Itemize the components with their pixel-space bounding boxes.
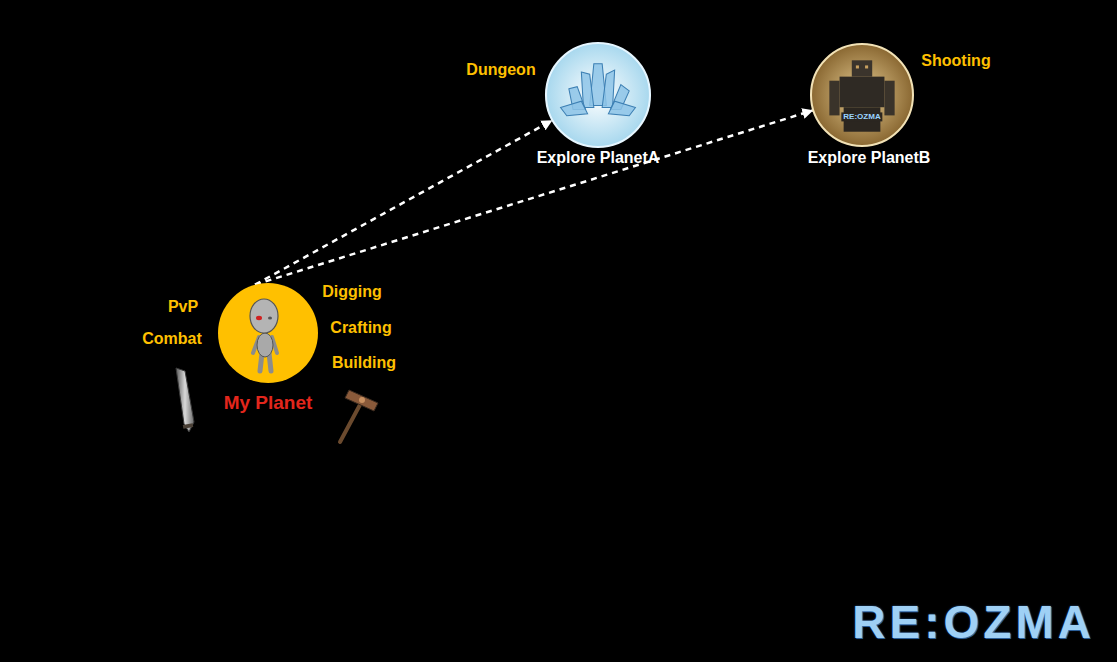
crystal-figure [561,64,636,116]
crystal-shard [561,101,588,116]
feature-label: PvP [168,298,198,316]
planet-node: My Planet [218,283,318,383]
planet-node: Explore PlanetA [546,43,650,147]
planet-name: Explore PlanetB [808,149,931,167]
planet-node: RE:OZMAExplore PlanetB [811,44,913,146]
feature-label: Building [332,354,396,372]
feature-label: Crafting [330,319,391,337]
sword-guard [183,423,194,429]
crystal-shard [602,70,614,107]
sword-blade [176,368,194,432]
alien-figure [250,299,278,371]
feature-label: Dungeon [466,61,535,79]
sword-icon [176,368,194,432]
watermark: RE:OZMA [852,596,1095,649]
planet-circle [546,43,650,147]
planet-name: Explore PlanetA [537,149,660,167]
hammer-head [345,390,378,411]
golem-figure [829,60,894,131]
planet-circle [218,283,318,383]
planet-shape [811,44,913,146]
planet-shape [546,43,650,147]
dashed-arrow [255,110,813,284]
hammer-rivet [359,397,365,403]
feature-label: Shooting [921,52,990,70]
feature-label: Digging [322,283,382,301]
crystal-shard [608,101,635,116]
planet-name: My Planet [224,392,313,414]
planet-shape [218,283,318,383]
logo-text: RE:OZMA [841,112,882,121]
hammer-icon [340,390,378,442]
hammer-handle [340,401,362,442]
feature-label: Combat [142,330,202,348]
planet-circle [811,44,913,146]
dashed-arrow [255,120,552,285]
